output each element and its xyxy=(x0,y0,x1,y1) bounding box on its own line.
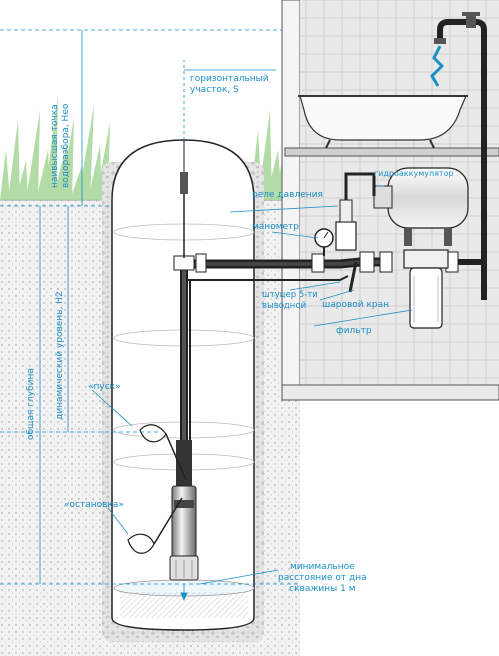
label-min-distance: минимальное расстояние от дна скважины 1… xyxy=(278,562,367,594)
filter-housing xyxy=(403,249,449,329)
label-ball-valve: шаровой кран xyxy=(322,300,390,310)
label-filter: фильтр xyxy=(336,326,372,336)
pressure-switch xyxy=(335,180,357,251)
label-pressure-switch: реле давления xyxy=(252,190,323,200)
label-manometer: манометр xyxy=(252,222,299,232)
label-start: «пуск» xyxy=(88,382,121,392)
float-switches xyxy=(127,424,187,554)
faucet xyxy=(430,12,487,300)
label-fitting: штуцер 5-ти выводной xyxy=(262,290,318,311)
dimension-lines xyxy=(0,29,413,602)
label-total-depth: общая глубина xyxy=(26,368,36,440)
label-stop: «остановка» xyxy=(64,500,124,510)
accumulator-tank xyxy=(344,167,469,246)
label-highest-point: наивысшая точка водоразбора, Нео xyxy=(50,103,71,188)
submersible-pump xyxy=(169,440,199,581)
label-horizontal-section: горизонтальный участок, S xyxy=(190,74,269,95)
bathtub xyxy=(298,95,468,149)
label-dynamic-level: динамический уровень, Н2 xyxy=(55,291,65,420)
well-top-fitting xyxy=(180,140,188,258)
label-accumulator: гидроаккумулятор xyxy=(374,169,454,178)
